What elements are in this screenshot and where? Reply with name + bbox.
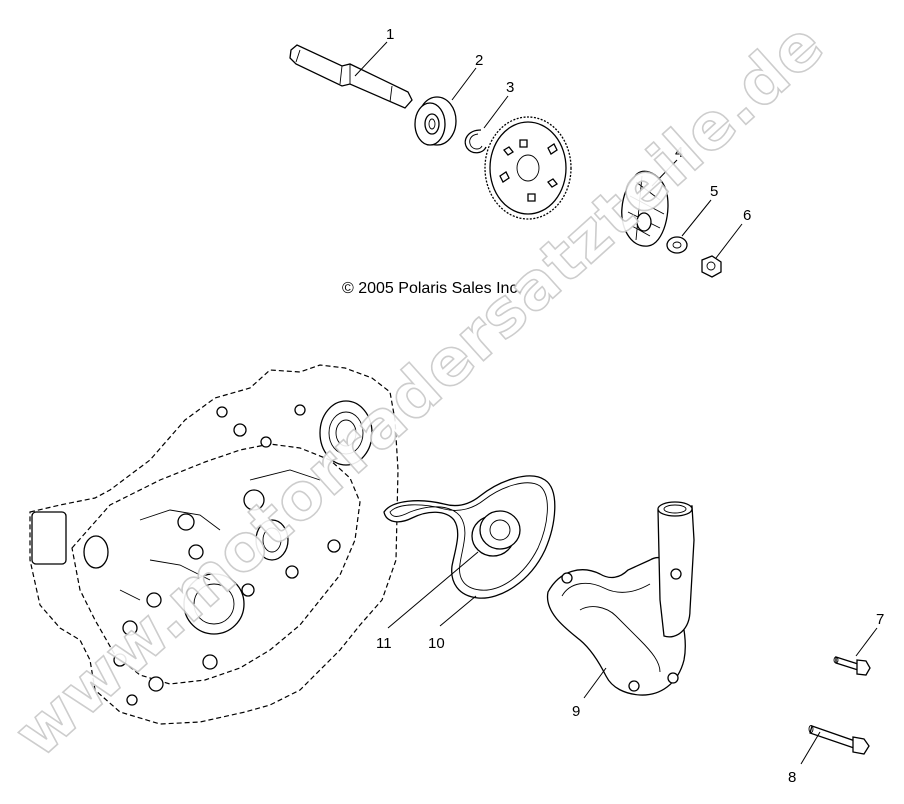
leader-lines xyxy=(354,41,878,765)
part-8-bolt xyxy=(808,725,870,755)
callout-2: 2 xyxy=(475,52,483,69)
callout-11: 11 xyxy=(376,635,392,652)
part-11-oil-seal xyxy=(471,510,521,557)
callout-1: 1 xyxy=(386,26,394,43)
callout-7: 7 xyxy=(876,611,884,628)
copyright-text: © 2005 Polaris Sales Inc. xyxy=(342,280,522,297)
callout-6: 6 xyxy=(743,207,751,224)
part-6-nut xyxy=(701,255,722,278)
engine-case xyxy=(29,364,399,725)
part-10-o-ring xyxy=(383,475,556,599)
callout-8: 8 xyxy=(788,769,796,786)
callout-4: 4 xyxy=(675,144,683,161)
part-4-impeller xyxy=(621,170,669,247)
callout-10: 10 xyxy=(428,635,445,652)
callout-9: 9 xyxy=(572,703,580,720)
callout-5: 5 xyxy=(710,183,718,200)
part-1-shaft xyxy=(289,44,413,109)
part-9-water-pump-cover xyxy=(546,501,695,696)
callout-labels: 1 2 3 4 5 6 7 8 9 10 11 xyxy=(376,26,884,786)
part-3-snap-ring xyxy=(464,129,487,154)
gear xyxy=(484,116,572,220)
part-2-bearing xyxy=(414,96,457,146)
part-5-washer xyxy=(666,236,688,254)
callout-3: 3 xyxy=(506,79,514,96)
part-7-bolt xyxy=(833,656,871,676)
